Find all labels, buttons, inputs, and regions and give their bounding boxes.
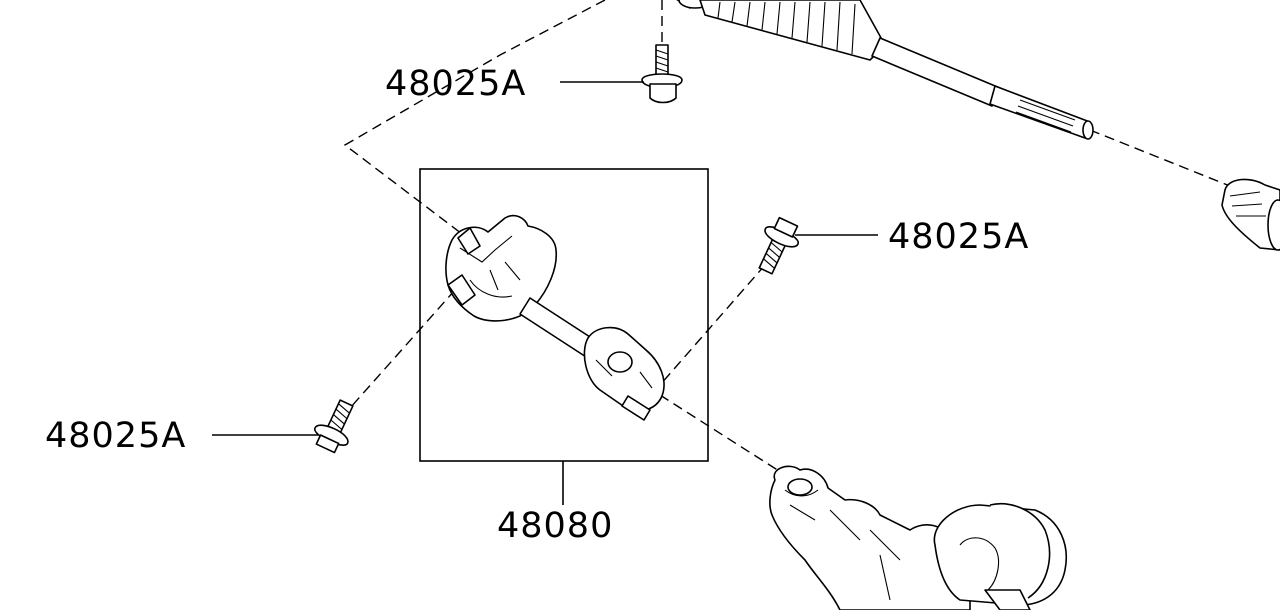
joint-assembly-frame <box>419 168 709 462</box>
bolt-right <box>758 216 799 275</box>
steering-gear-housing <box>769 465 1067 610</box>
bolt-top <box>641 44 683 104</box>
tie-rod-end <box>1221 178 1280 251</box>
callout-bolt-top: 48025A <box>385 64 526 104</box>
callout-joint-assembly: 48080 <box>497 506 613 546</box>
steering-rack-boot <box>676 0 1094 140</box>
alignment-lines <box>343 0 1236 479</box>
bolt-left <box>314 399 354 454</box>
universal-joint-shaft <box>445 214 665 421</box>
callout-bolt-right: 48025A <box>888 217 1029 257</box>
callout-bolt-left: 48025A <box>45 416 186 456</box>
